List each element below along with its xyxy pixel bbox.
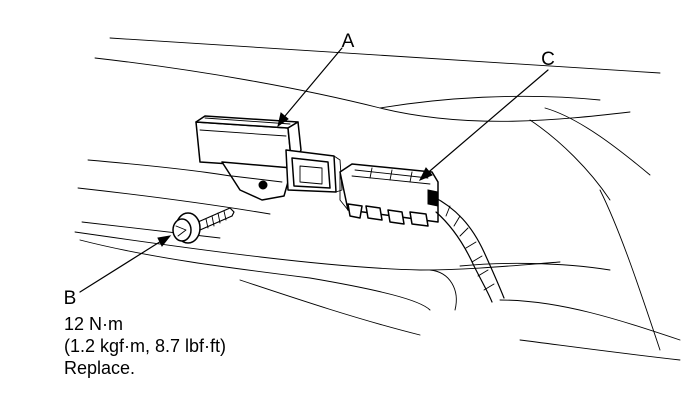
torque-alternate-units: (1.2 kgf·m, 8.7 lbf·ft): [64, 336, 226, 356]
wire-harness: [431, 195, 505, 303]
callout-c-label: C: [541, 49, 555, 70]
callout-b-label: B: [64, 288, 77, 309]
leader-lines: [79, 47, 549, 293]
connector-c: [339, 163, 439, 227]
body-panel-lines: [74, 37, 681, 361]
bolt-instruction: Replace.: [64, 358, 135, 378]
sensor-a: [195, 115, 343, 201]
callout-a-label: A: [342, 31, 355, 52]
torque-value: 12 N·m: [64, 314, 123, 334]
bolt-b: [172, 207, 235, 244]
